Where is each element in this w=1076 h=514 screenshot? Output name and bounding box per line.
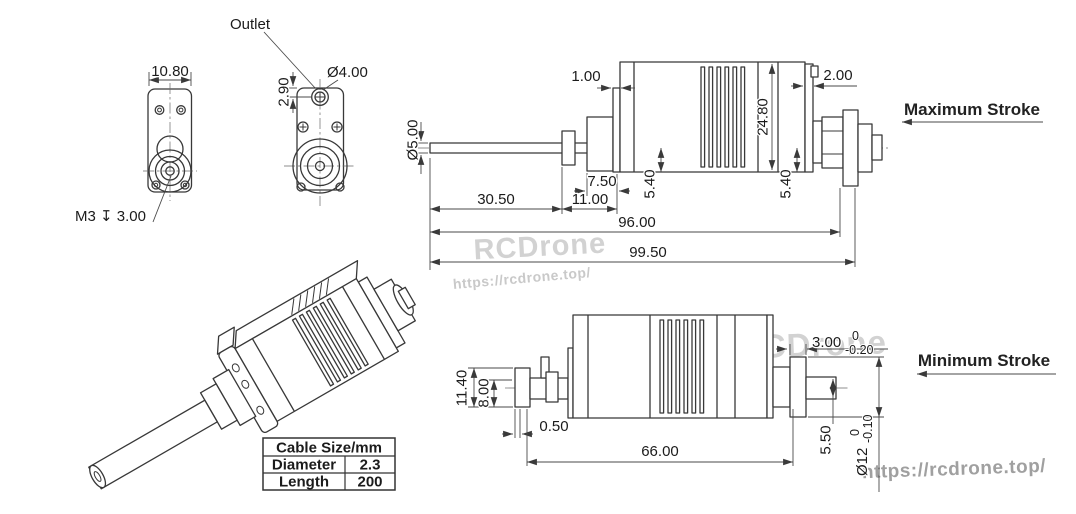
outlet-view: Outlet Ø4.00 2.90 [229,15,369,206]
front-view: 10.80 M3 ↧ 3.00 [74,62,197,226]
dim-flange-thickness-upper: 0 [852,329,859,343]
watermark-url: https://rcdrone.top/ [862,456,1047,483]
dim-flange-dia-upper: 0 [848,429,862,436]
max-stroke-view [418,61,888,187]
dim-rod-length: 30.50 [477,191,515,208]
dim-height-outer: 11.40 [454,370,471,406]
dim-axis-offset-rear: 5.40 [778,169,795,198]
dim-outlet-dia: Ø4.00 [327,64,368,81]
max-stroke-label: Maximum Stroke [904,100,1040,119]
dim-flange-dia: Ø12 0 -0.10 [847,413,876,477]
min-stroke-label: Minimum Stroke [918,351,1050,370]
dim-outlet-offset: 2.90 [276,77,293,106]
dim-front-plate: 1.00 [571,68,600,85]
dim-axis-offset-front: 5.40 [642,169,659,198]
dim-height-inner: 8.00 [476,378,493,407]
min-stroke-dimensions: 11.40 8.00 0.50 66.00 3.00 0 -0.20 5.50 … [452,328,1056,492]
dim-overall-length: 99.50 [629,244,667,261]
watermark-url: https://rcdrone.top/ [452,264,591,292]
max-stroke-dimensions: Ø5.00 1.00 2.00 24.80 7.50 30.50 11.00 5… [403,64,1043,270]
min-stroke-view [505,314,850,419]
table-cell-length-label: Length [279,474,329,491]
dim-flange-thickness-lower: -0.20 [845,343,874,357]
table-cell-length-value: 200 [357,474,382,491]
dim-flange-thickness: 3.00 [812,334,841,351]
dim-body-length: 96.00 [618,214,656,231]
table-cell-diameter-label: Diameter [272,457,336,474]
cable-size-table: Cable Size/mm Diameter 2.3 Length 200 [262,437,396,491]
thread-depth-note: M3 ↧ 3.00 [75,208,146,225]
dim-gap: 0.50 [539,418,568,435]
dim-min-length: 66.00 [641,443,679,460]
table-cell-diameter-value: 2.3 [360,457,381,474]
dim-neck: 7.50 [587,173,616,190]
outlet-label: Outlet [230,16,271,33]
dim-nut-length: 11.00 [572,191,608,208]
watermark-brand: RCDrone [473,228,607,267]
dim-body-height: 24.80 [755,98,772,136]
dim-rear-plate: 2.00 [823,67,852,84]
dim-front-width: 10.80 [151,63,189,80]
dim-shaft-height: 5.50 [818,425,835,454]
dim-flange-dia-lower: -0.10 [861,414,875,443]
dim-flange-dia-value: Ø12 [854,448,871,476]
isometric-view [88,259,416,490]
table-title: Cable Size/mm [276,440,382,457]
dim-rod-dia: Ø5.00 [405,120,422,161]
